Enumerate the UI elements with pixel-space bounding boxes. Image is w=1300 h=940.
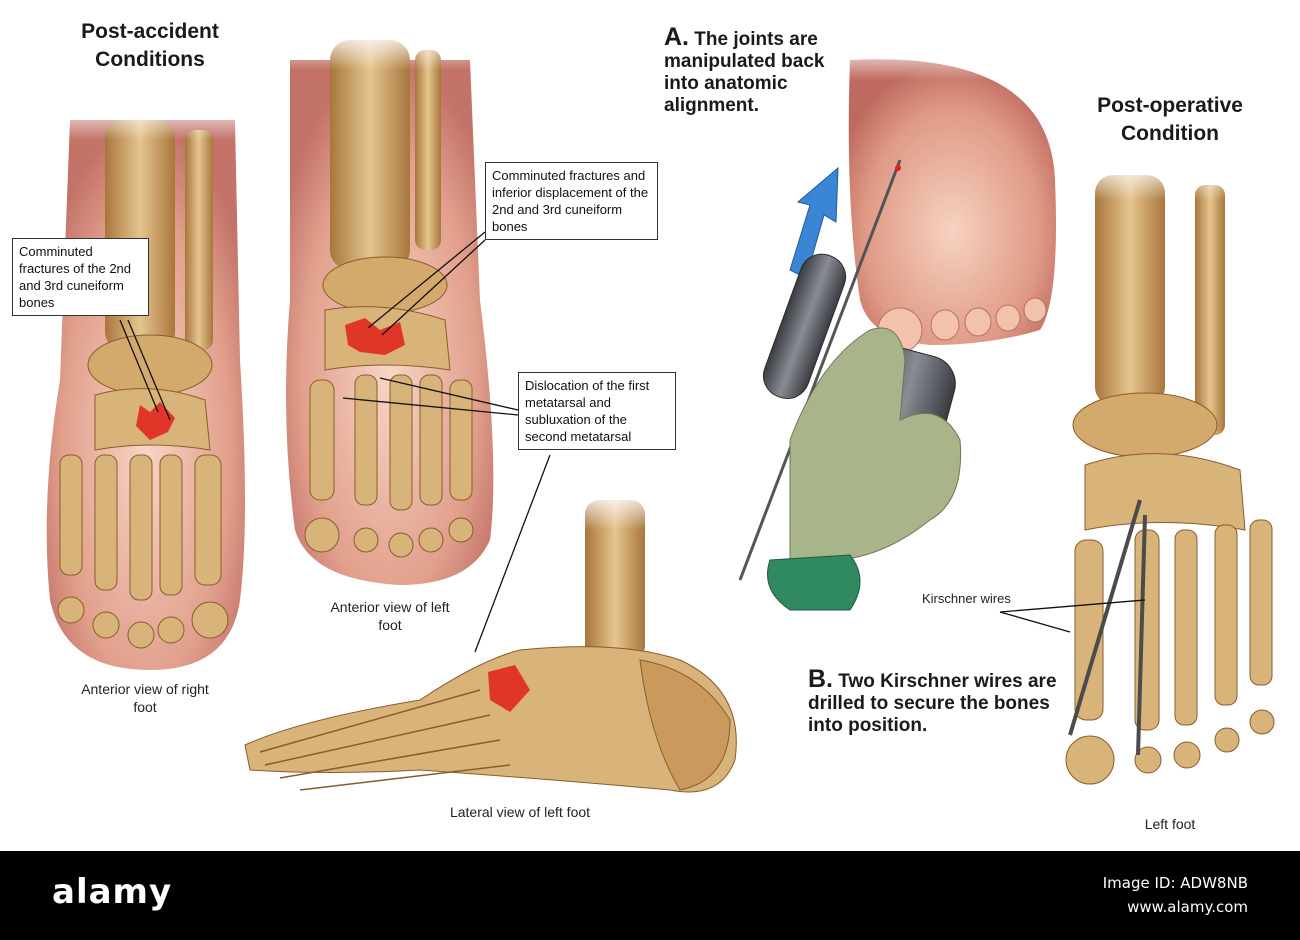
post-operative-foot: [1065, 160, 1275, 785]
anatomy-illustration: [40, 30, 1275, 793]
caption-left-foot: Left foot: [1144, 816, 1196, 832]
footer-bar: [0, 851, 1300, 940]
left-foot-lateral: [244, 490, 737, 793]
step-a: A. The joints are manipulated back into …: [664, 23, 854, 117]
caption-anterior-left-foot: Anterior view of left foot: [330, 599, 450, 633]
post-operative-heading: Post-operative Condition: [1097, 94, 1243, 145]
right-foot-anterior: [40, 100, 260, 670]
step-b-letter: B.: [808, 665, 833, 693]
left-foot-anterior: [280, 30, 500, 585]
leader-lines: [119, 231, 1146, 653]
post-accident-heading: Post-accident Conditions: [81, 20, 219, 71]
step-a-text: The joints are manipulated back into ana…: [664, 29, 825, 116]
callout-kirschner-wires: Kirschner wires: [922, 591, 1011, 606]
footer-logo: alamy: [52, 872, 173, 912]
step-a-letter: A.: [664, 23, 689, 51]
footer-image-id: Image ID: ADW8NB: [1102, 874, 1248, 892]
step-b: B. Two Kirschner wires are drilled to se…: [808, 665, 1058, 737]
caption-lateral-left-foot: Lateral view of left foot: [449, 804, 591, 820]
caption-anterior-right-foot: Anterior view of right foot: [81, 681, 209, 715]
callout-comminuted-displacement: Comminuted fractures and inferior displa…: [485, 162, 658, 240]
step-b-text: Two Kirschner wires are drilled to secur…: [808, 671, 1057, 736]
footer-url: www.alamy.com: [1127, 898, 1248, 916]
callout-comminuted-fractures: Comminuted fractures of the 2nd and 3rd …: [12, 238, 149, 316]
procedure-illustration: [738, 40, 1070, 611]
callout-dislocation: Dislocation of the first metatarsal and …: [518, 372, 676, 450]
